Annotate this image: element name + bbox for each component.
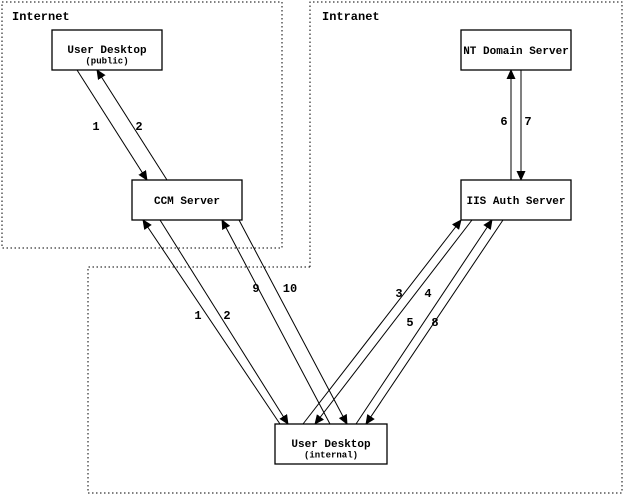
node-subtitle-user-desktop-public: (public) [85, 56, 128, 66]
zone-label-internet: Internet [12, 10, 70, 24]
zone-label-intranet: Intranet [322, 10, 380, 24]
flow-label-6: 6 [500, 115, 507, 129]
zone-border-internet [1, 1, 283, 249]
flow-label-1-internal: 1 [194, 309, 201, 323]
flow-label-2-public: 2 [135, 120, 142, 134]
node-iis-auth-server [460, 179, 572, 221]
flow-label-2-internal: 2 [223, 309, 230, 323]
flow-label-3: 3 [395, 287, 402, 301]
flow-3-arrow [302, 219, 462, 425]
flow-label-8: 8 [431, 316, 438, 330]
node-title-iis-auth-server: IIS Auth Server [466, 196, 565, 208]
flow-5-arrow [355, 219, 493, 425]
node-subtitle-user-desktop-internal: (internal) [304, 450, 358, 460]
node-user-desktop-public [51, 29, 163, 71]
flow-label-9: 9 [252, 282, 259, 296]
flow-label-1-public: 1 [92, 120, 99, 134]
node-user-desktop-internal [274, 423, 388, 465]
zone-border-intranet [309, 1, 623, 493]
flow-10-arrow [238, 219, 348, 425]
node-title-ccm-server: CCM Server [154, 196, 220, 208]
flow-label-4: 4 [424, 287, 431, 301]
node-title-user-desktop-internal: User Desktop [291, 439, 371, 451]
flow-9-arrow [221, 219, 331, 425]
node-title-user-desktop-public: User Desktop [67, 45, 147, 57]
flow-2-internal-arrow [159, 219, 289, 425]
node-nt-domain-server [460, 29, 572, 71]
flow-label-10: 10 [283, 282, 297, 296]
node-title-nt-domain-server: NT Domain Server [463, 46, 569, 58]
flow-1-internal-arrow [142, 219, 281, 425]
flow-label-7: 7 [524, 115, 531, 129]
flow-1-public-arrow [76, 69, 148, 181]
flow-4-arrow [314, 219, 473, 425]
flow-8-arrow [365, 219, 504, 425]
flow-label-5: 5 [406, 316, 413, 330]
flow-2-public-arrow [96, 69, 168, 181]
node-ccm-server [131, 179, 243, 221]
